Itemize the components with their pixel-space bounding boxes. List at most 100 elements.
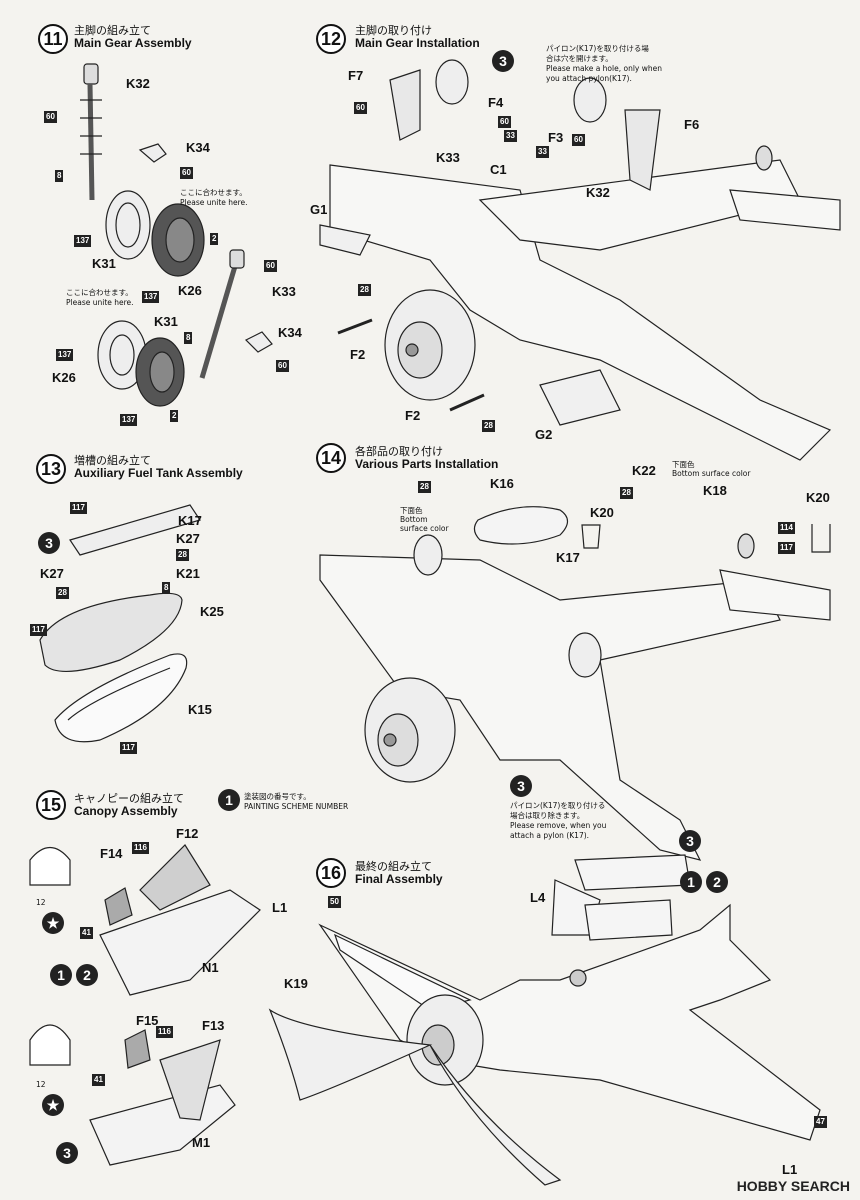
part-label: K33	[436, 150, 460, 165]
main-gear-leg-drawing-2	[97, 249, 273, 407]
part-label: K20	[806, 490, 830, 505]
step-title-jp: 最終の組み立て	[355, 860, 432, 873]
part-label: C1	[490, 162, 507, 177]
color-code: 33	[536, 146, 549, 158]
color-code: 137	[142, 291, 160, 303]
part-label: K27	[176, 531, 200, 546]
color-code: 60	[354, 102, 367, 114]
marker-2: 2	[76, 964, 98, 986]
star-marker: ★	[42, 912, 64, 934]
color-code: 2	[170, 410, 179, 422]
color-code: 8	[162, 582, 171, 594]
main-gear-leg-drawing	[80, 63, 167, 201]
marker-3: 3	[679, 830, 701, 852]
color-code: 28	[358, 284, 371, 296]
scheme-note-jp: 塗装図の番号です。	[244, 792, 311, 801]
part-label: K32	[126, 76, 150, 91]
part-label: L1	[782, 1162, 798, 1177]
color-code: 60	[44, 111, 57, 123]
step-title-jp: 主脚の組み立て	[74, 24, 151, 37]
color-code: 33	[504, 130, 517, 142]
color-code: 60	[276, 360, 289, 372]
part-label: F3	[548, 130, 564, 145]
color-code: 117	[778, 542, 795, 554]
bottom-color-note: 下面色	[400, 506, 423, 515]
color-code: 60	[180, 167, 193, 179]
color-code: 116	[156, 1026, 173, 1038]
part-label: F12	[176, 826, 199, 841]
color-code: 8	[184, 332, 193, 344]
color-code: 60	[264, 260, 277, 272]
part-label: F15	[136, 1013, 159, 1028]
marker-2: 2	[706, 871, 728, 893]
part-label: K31	[92, 256, 116, 271]
unite-note-en: Please unite here.	[180, 198, 248, 207]
part-label: F2	[405, 408, 421, 423]
part-label: K26	[52, 370, 76, 385]
color-code: 60	[498, 116, 511, 128]
part-label: K33	[272, 284, 296, 299]
color-code: 117	[30, 624, 47, 636]
watermark: HOBBY SEARCH	[736, 1178, 850, 1194]
final-aircraft-drawing	[268, 854, 821, 1186]
part-label: K20	[590, 505, 614, 520]
step-title-en: Canopy Assembly	[74, 804, 178, 818]
bottom-color-note: 下面色	[672, 460, 695, 469]
color-code: 137	[74, 235, 92, 247]
bottom-color-note: Bottom surface color	[672, 469, 751, 478]
scheme-note-en: PAINTING SCHEME NUMBER	[244, 802, 349, 811]
step-title-en: Final Assembly	[355, 872, 443, 886]
part-label: K18	[703, 483, 727, 498]
marker-1: 1	[680, 871, 702, 893]
aircraft-underside-drawing-12	[319, 59, 841, 461]
pylon-hole-note: you attach pylon(K17).	[546, 74, 632, 83]
part-label: K27	[40, 566, 64, 581]
marker-3: 3	[38, 532, 60, 554]
pylon-hole-note: 合は穴を開けます。	[546, 54, 613, 63]
part-label: G1	[310, 202, 328, 217]
part-label: G2	[535, 427, 553, 442]
part-label: F13	[202, 1018, 225, 1033]
color-code: 117	[120, 742, 137, 754]
part-label: K34	[186, 140, 210, 155]
color-code: 12	[36, 1080, 46, 1089]
remove-note: attach a pylon (K17).	[510, 831, 590, 840]
step-number-11: 11	[38, 24, 68, 54]
bottom-color-note: surface color	[400, 524, 449, 533]
pylon-hole-note: Please make a hole, only when	[546, 64, 662, 73]
part-label: M1	[192, 1135, 211, 1150]
color-code: 117	[70, 502, 87, 514]
part-label: K19	[284, 976, 308, 991]
step-number-14: 14	[316, 443, 346, 473]
step-number-12: 12	[316, 24, 346, 54]
color-code: 28	[56, 587, 69, 599]
color-code: 12	[36, 898, 46, 907]
step-number-16: 16	[316, 858, 346, 888]
step-title-jp: 増槽の組み立て	[74, 454, 151, 467]
part-label: K21	[176, 566, 200, 581]
marker-1: 1	[218, 789, 240, 811]
color-code: 28	[418, 481, 431, 493]
star-marker: ★	[42, 1094, 64, 1116]
part-label: K22	[632, 463, 656, 478]
wheel-drawing	[105, 190, 205, 277]
part-label: K26	[178, 283, 202, 298]
part-label: K34	[278, 325, 302, 340]
color-code: 2	[210, 233, 219, 245]
step-title-jp: 主脚の取り付け	[355, 24, 432, 37]
step-title-en: Various Parts Installation	[355, 457, 499, 471]
part-label: K31	[154, 314, 178, 329]
unite-note-en: Please unite here.	[66, 298, 134, 307]
step-title-en: Main Gear Installation	[355, 36, 480, 50]
step-number-15: 15	[36, 790, 66, 820]
step-title-jp: 各部品の取り付け	[355, 445, 443, 458]
canopy-drawing-1	[29, 844, 261, 996]
color-code: 8	[55, 170, 64, 182]
color-code: 116	[132, 842, 149, 854]
unite-note-jp: ここに合わせます。	[180, 188, 247, 197]
color-code: 47	[814, 1116, 827, 1128]
canopy-drawing-2	[29, 1024, 236, 1166]
part-label: K17	[556, 550, 580, 565]
remove-note: 場合は取り除きます。	[510, 811, 585, 820]
pylon-hole-note: パイロン(K17)を取り付ける場	[546, 44, 649, 53]
